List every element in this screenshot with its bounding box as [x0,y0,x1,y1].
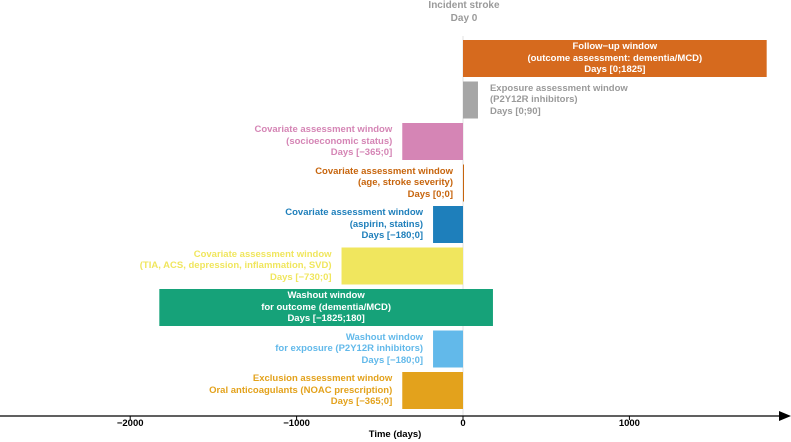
x-tick-label: 0 [460,418,466,429]
window-label-line: Days [−365;0] [330,396,393,408]
window-label-line: Covariate assessment window [254,124,393,136]
event-label-line2: Day 0 [450,13,478,24]
window-bar-exposure [463,81,478,119]
window-label-cov-age: Covariate assessment window(age, stroke … [315,166,453,201]
window-label-line: Follow−up window [572,41,658,53]
window-label-line: Days [0;90] [489,105,541,117]
window-label-followup: Follow−up window(outcome assessment: dem… [463,41,767,76]
x-tick-label: −2000 [116,418,144,429]
window-bar-washout-outcome [159,289,493,326]
window-label-line: (outcome assessment: dementia/MCD) [527,52,703,64]
window-label-exposure: Exposure assessment window(P2Y12R inhibi… [490,83,628,118]
x-tick-label: −1000 [283,418,310,429]
window-bar-washout-exposure [433,330,463,368]
window-bar-cov-age [463,164,464,202]
window-label-line: Exclusion assessment window [252,373,393,385]
window-label-line: Oral anticoagulants (NOAC prescription) [209,384,393,396]
window-label-line: (P2Y12R inhibitors) [489,94,578,106]
window-label-line: Days [−180;0] [361,230,424,242]
x-axis-title: Time (days) [368,429,422,440]
window-label-line: Washout window [345,331,424,343]
window-label-line: (TIA, ACS, depression, inflammation, SVD… [139,260,332,272]
window-label-line: Covariate assessment window [285,207,424,219]
window-label-line: (aspirin, statins) [349,218,424,230]
x-axis-arrow [779,411,791,421]
window-label-line: for exposure (P2Y12R inhibitors) [275,343,424,355]
window-label-line: Days [0;1825] [584,64,646,76]
window-label-line: Days [−180;0] [361,354,424,366]
event-label-line1: Incident stroke [428,0,500,11]
window-label-cov-ses: Covariate assessment window(socioeconomi… [254,124,392,159]
window-label-line: Days [−730;0] [270,271,332,283]
window-label-line: Days [−365;0] [330,147,393,159]
window-label-line: (socioeconomic status) [286,135,393,147]
window-label-cov-tia: Covariate assessment window(TIA, ACS, de… [140,249,332,284]
window-label-line: Days [0;0] [407,188,453,200]
window-bar-cov-tia [341,247,463,285]
window-label-line: Washout window [287,290,365,302]
window-label-line: Covariate assessment window [315,165,453,177]
x-tick-label: 1000 [618,418,640,429]
window-label-cov-aspirin: Covariate assessment window(aspirin, sta… [285,207,423,242]
window-label-line: Exposure assessment window [489,82,628,94]
window-bar-exclusion [402,372,463,409]
window-bar-followup [463,40,767,77]
window-label-line: Days [−1825;180] [287,313,365,325]
window-label-line: (age, stroke severity) [357,177,453,189]
window-label-line: for outcome (dementia/MCD) [261,301,392,313]
window-bar-cov-ses [402,123,463,160]
window-bar-cov-aspirin [433,206,463,243]
event-label: Incident stroke Day 0 [412,0,516,25]
window-label-line: Covariate assessment window [193,248,332,260]
